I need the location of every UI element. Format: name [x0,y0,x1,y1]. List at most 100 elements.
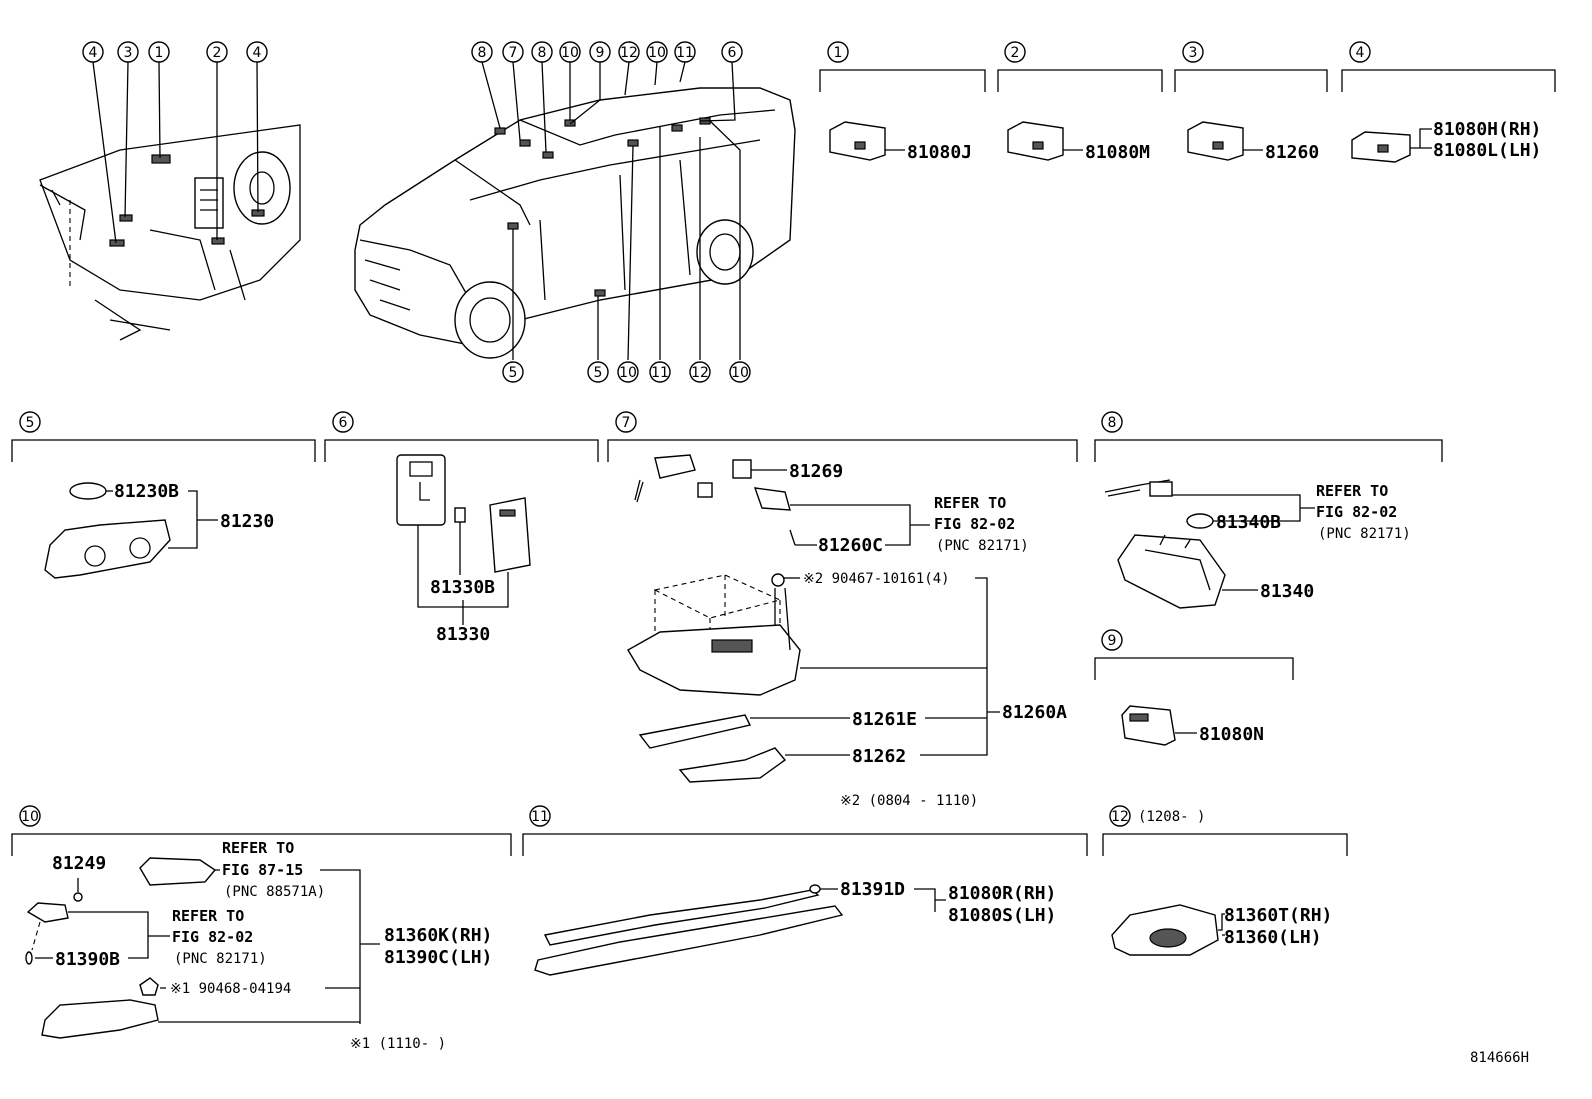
part-81080L: 81080L(LH) [1433,140,1541,161]
svg-text:10: 10 [21,809,39,825]
part-81340: 81340 [1260,581,1314,602]
refer-pnc-label: (PNC 82171) [174,951,267,967]
section-12: 12 (1208- ) 81360T(RH) 81360(LH) [1102,805,1348,956]
refer-to-label: REFER TO [1316,482,1388,500]
svg-text:12: 12 [1111,809,1129,825]
svg-text:6: 6 [339,415,348,431]
part-81080N: 81080N [1199,724,1264,745]
callout-12: 12 [689,361,711,383]
part-81269: 81269 [789,461,843,482]
svg-text:8: 8 [538,45,547,61]
part-81390C: 81390C(LH) [384,947,492,968]
screw-label: ※2 90467-10161(4) [803,571,950,587]
dashboard-callouts: 4 3 1 2 4 [82,41,268,63]
callout-5: 5 [502,361,524,383]
svg-text:10: 10 [561,45,579,61]
svg-text:1: 1 [155,45,164,61]
callout-6: 6 [721,41,743,63]
svg-text:11: 11 [651,365,669,381]
section-7: 7 81269 REFER TO FIG 82-02 (PNC 82171) 8… [607,411,1078,809]
refer-fig-label: FIG 82-02 [1316,503,1397,521]
callout-8: 8 [531,41,553,63]
svg-text:9: 9 [596,45,605,61]
svg-text:3: 3 [124,45,133,61]
svg-text:8: 8 [1108,415,1117,431]
part-81260A: 81260A [1002,702,1067,723]
refer-pnc-label: (PNC 82171) [936,538,1029,554]
callout-2: 2 [206,41,228,63]
refer-to-label: REFER TO [934,494,1006,512]
part-81260: 81260 [1265,142,1319,163]
part-81360: 81360(LH) [1224,927,1322,948]
refer-pnc-label: (PNC 88571A) [224,884,325,900]
section-2: 2 81080M [997,41,1163,163]
part-81330B: 81330B [430,577,495,598]
callout-4: 4 [246,41,268,63]
part-81080J: 81080J [907,142,972,163]
part-81230: 81230 [220,511,274,532]
part-81340B: 81340B [1216,512,1281,533]
svg-text:10: 10 [619,365,637,381]
date-range-note-2: ※2 (0804 - 1110) [840,793,978,809]
part-81080H: 81080H(RH) [1433,119,1541,140]
svg-text:5: 5 [26,415,35,431]
refer-fig-label: FIG 82-02 [934,515,1015,533]
date-range-note-1: ※1 (1110- ) [350,1036,446,1052]
callout-5: 5 [587,361,609,383]
refer-pnc-label: (PNC 82171) [1318,526,1411,542]
svg-text:2: 2 [1011,45,1020,61]
part-81080M: 81080M [1085,142,1150,163]
refer-to-label: REFER TO [172,907,244,925]
svg-text:8: 8 [478,45,487,61]
svg-text:5: 5 [509,365,518,381]
part-81360K: 81360K(RH) [384,925,492,946]
section-10: 10 81249 REFER TO FIG 87-15 (PNC 88571A)… [11,805,512,1052]
part-81390B: 81390B [55,949,120,970]
svg-text:10: 10 [648,45,666,61]
svg-text:4: 4 [89,45,98,61]
svg-text:12: 12 [620,45,638,61]
part-81080S: 81080S(LH) [948,905,1056,926]
part-81230B: 81230B [114,481,179,502]
part-81260C: 81260C [818,535,883,556]
callout-10: 10 [617,361,639,383]
part-81360T: 81360T(RH) [1224,905,1332,926]
callout-10: 10 [559,41,581,63]
callout-11: 11 [674,41,696,63]
svg-text:11: 11 [676,45,694,61]
section-11: 11 81391D 81080R(RH) 81080S(LH) [522,805,1088,976]
part-81330: 81330 [436,624,490,645]
date-range-note-12: (1208- ) [1138,809,1205,825]
callout-9: 9 [589,41,611,63]
refer-fig-label: FIG 87-15 [222,861,303,879]
callout-11: 11 [649,361,671,383]
svg-text:11: 11 [531,809,549,825]
section-3: 3 81260 [1174,41,1328,163]
svg-text:1: 1 [834,45,843,61]
refer-fig-label: FIG 82-02 [172,928,253,946]
callout-8: 8 [471,41,493,63]
part-81262: 81262 [852,746,906,767]
part-81261E: 81261E [852,709,917,730]
section-5: 5 81230B 81230 [11,411,316,579]
callout-10: 10 [729,361,751,383]
svg-text:10: 10 [731,365,749,381]
section-8: 8 REFER TO FIG 82-02 (PNC 82171) 81340B … [1094,411,1443,609]
svg-text:5: 5 [594,365,603,381]
svg-text:4: 4 [1356,45,1365,61]
callout-12: 12 [618,41,640,63]
section-4: 4 81080H(RH) 81080L(LH) [1341,41,1556,163]
dashboard-illustration [39,61,301,341]
svg-text:2: 2 [213,45,222,61]
svg-text:12: 12 [691,365,709,381]
svg-text:9: 9 [1108,633,1117,649]
svg-text:6: 6 [728,45,737,61]
svg-text:4: 4 [253,45,262,61]
section-6: 6 81330B 81330 [324,411,599,645]
figure-id: 814666H [1470,1050,1529,1066]
part-81249: 81249 [52,853,106,874]
clip-label: ※1 90468-04194 [170,981,291,997]
callout-4: 4 [82,41,104,63]
part-81391D: 81391D [840,879,905,900]
